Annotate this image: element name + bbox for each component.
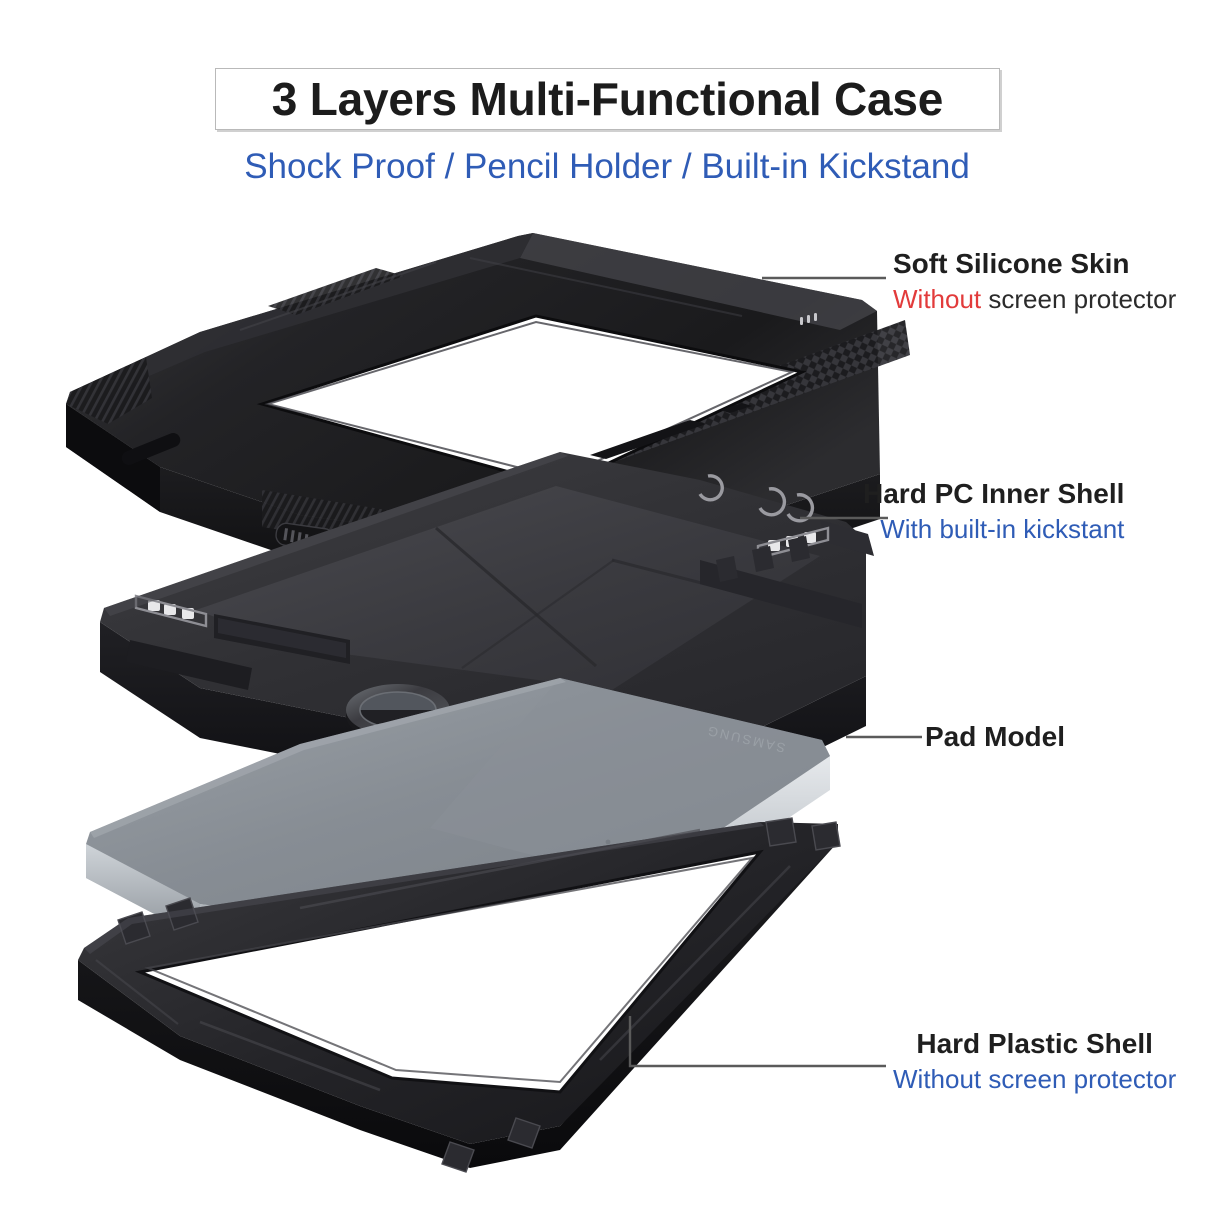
page-title: 3 Layers Multi-Functional Case	[271, 73, 944, 125]
callout-subtitle-rest: screen protector	[981, 284, 1177, 315]
clip-tabs-bottom	[441, 1117, 541, 1173]
leader-line-hard-plastic-shell	[628, 1016, 886, 1068]
hard-pc-inner-shell-layer	[100, 452, 874, 800]
callout-pad-model: Pad Model	[925, 720, 1065, 753]
callout-hard-pc-inner-shell: Hard PC Inner Shell With built-in kickst…	[863, 477, 1124, 545]
callout-subtitle: With built-in kickstant	[880, 514, 1125, 545]
callout-title: Pad Model	[925, 721, 1066, 752]
hard-plastic-shell-layer	[78, 817, 841, 1173]
clip-tabs-right	[765, 817, 841, 851]
callout-subtitle: Without screen protector	[893, 1064, 1177, 1095]
title-box: 3 Layers Multi-Functional Case	[215, 68, 1000, 130]
soft-silicone-skin-layer	[66, 233, 910, 596]
leader-lines	[628, 276, 922, 1068]
camera-cutouts	[698, 474, 815, 523]
callout-title: Hard PC Inner Shell	[863, 478, 1125, 509]
interlock-tabs-top	[716, 536, 810, 582]
connector-pads-left	[148, 600, 194, 619]
callout-hard-plastic-shell: Hard Plastic Shell Without screen protec…	[893, 1027, 1176, 1095]
callout-title: Hard Plastic Shell	[916, 1028, 1153, 1059]
callout-subtitle-emphasis: Without	[893, 284, 982, 315]
callout-title: Soft Silicone Skin	[893, 248, 1130, 279]
callout-subtitle: Without screen protector	[893, 284, 1176, 315]
header: 3 Layers Multi-Functional Case Shock Pro…	[0, 0, 1214, 200]
page-subtitle: Shock Proof / Pencil Holder / Built-in K…	[244, 147, 970, 186]
callout-soft-silicone-skin: Soft Silicone Skin Without screen protec…	[893, 247, 1176, 315]
